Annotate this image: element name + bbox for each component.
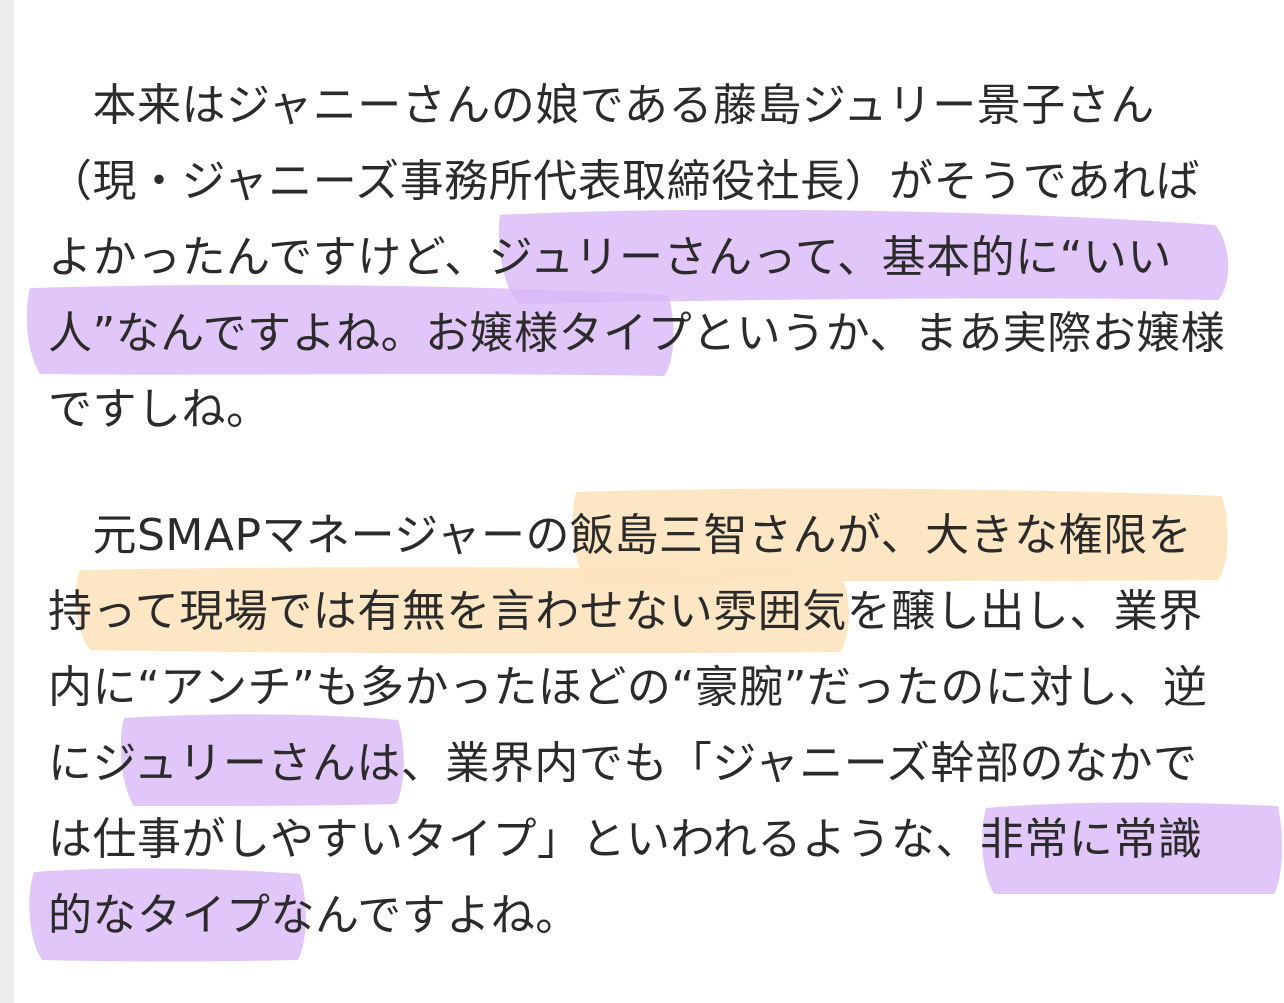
paragraph-line: にジュリーさんは、業界内でも「ジャニーズ幹部のなかで <box>48 738 1198 789</box>
paragraph-line: ですしね。 <box>48 384 271 435</box>
paragraph-line: （現・ジャニーズ事務所代表取締役社長）がそうであれば <box>48 156 1201 207</box>
paragraph-line: 本来はジャニーさんの娘である藤島ジュリー景子さん <box>48 80 1155 131</box>
paragraph-line: 持って現場では有無を言わせない雰囲気を醸し出し、業界 <box>48 586 1203 637</box>
paragraph-line: 内に“アンチ”も多かったほどの“豪腕”だったのに対し、逆 <box>48 662 1208 713</box>
paragraph-line: 的なタイプなんですよね。 <box>48 890 580 941</box>
paragraph-line: よかったんですけど、ジュリーさんって、基本的に“いい <box>48 232 1172 283</box>
paragraph-line: 元SMAPマネージャーの飯島三智さんが、大きな権限を <box>48 510 1193 561</box>
paragraph-line: 人”なんですよね。お嬢様タイプというか、まあ実際お嬢様 <box>48 308 1226 359</box>
paragraph-line: は仕事がしやすいタイプ」といわれるような、非常に常識 <box>48 814 1203 865</box>
